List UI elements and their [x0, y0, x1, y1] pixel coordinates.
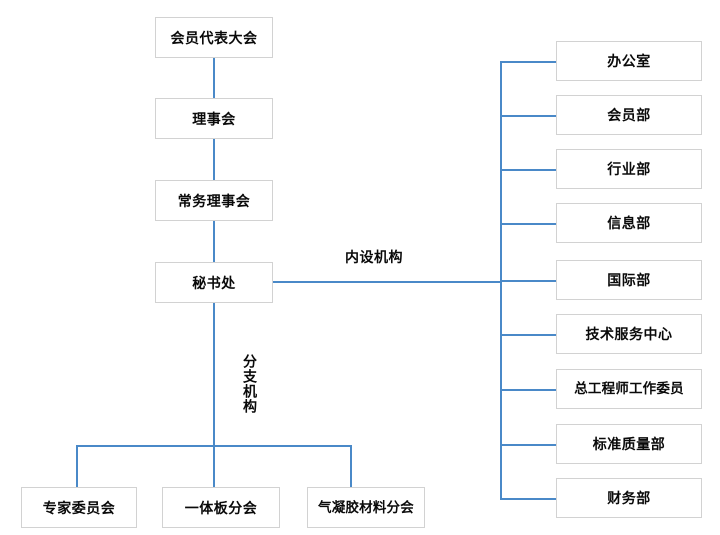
connector-standing-council-to-secretariat — [213, 221, 215, 262]
label-internal-organizations: 内设机构 — [345, 249, 403, 265]
connector-to-technical-service-center — [500, 334, 556, 336]
node-finance-dept[interactable]: 财务部 — [556, 478, 702, 518]
node-council[interactable]: 理事会 — [155, 98, 273, 139]
connector-branch-drop-expert-committee — [76, 445, 78, 487]
node-integrated-board-branch[interactable]: 一体板分会 — [162, 487, 280, 528]
connector-to-finance-dept — [500, 498, 556, 500]
node-international-dept[interactable]: 国际部 — [556, 260, 702, 300]
node-industry-dept[interactable]: 行业部 — [556, 149, 702, 189]
node-aerogel-material-branch[interactable]: 气凝胶材料分会 — [307, 487, 425, 528]
connector-secretariat-trunk — [273, 281, 502, 283]
node-expert-committee[interactable]: 专家委员会 — [21, 487, 137, 528]
node-office[interactable]: 办公室 — [556, 41, 702, 81]
node-membership-dept[interactable]: 会员部 — [556, 95, 702, 135]
node-standing-council[interactable]: 常务理事会 — [155, 180, 273, 221]
connector-secretariat-to-branch-bus — [213, 303, 215, 446]
connector-to-office — [500, 61, 556, 63]
connector-to-standards-quality-dept — [500, 444, 556, 446]
node-chief-engineer-committee[interactable]: 总工程师工作委员 — [556, 369, 702, 409]
connector-branch-drop-integrated-board — [213, 445, 215, 487]
node-secretariat[interactable]: 秘书处 — [155, 262, 273, 303]
connector-to-international-dept — [500, 280, 556, 282]
label-branch-organizations: 分支机构 — [242, 354, 258, 414]
connector-assembly-to-council — [213, 58, 215, 98]
connector-council-to-standing-council — [213, 139, 215, 180]
node-member-assembly[interactable]: 会员代表大会 — [155, 17, 273, 58]
connector-to-membership-dept — [500, 115, 556, 117]
connector-to-industry-dept — [500, 169, 556, 171]
node-standards-quality-dept[interactable]: 标准质量部 — [556, 424, 702, 464]
node-technical-service-center[interactable]: 技术服务中心 — [556, 314, 702, 354]
connector-branch-drop-aerogel — [350, 445, 352, 487]
node-information-dept[interactable]: 信息部 — [556, 203, 702, 243]
connector-to-information-dept — [500, 223, 556, 225]
connector-to-chief-engineer-committee — [500, 389, 556, 391]
